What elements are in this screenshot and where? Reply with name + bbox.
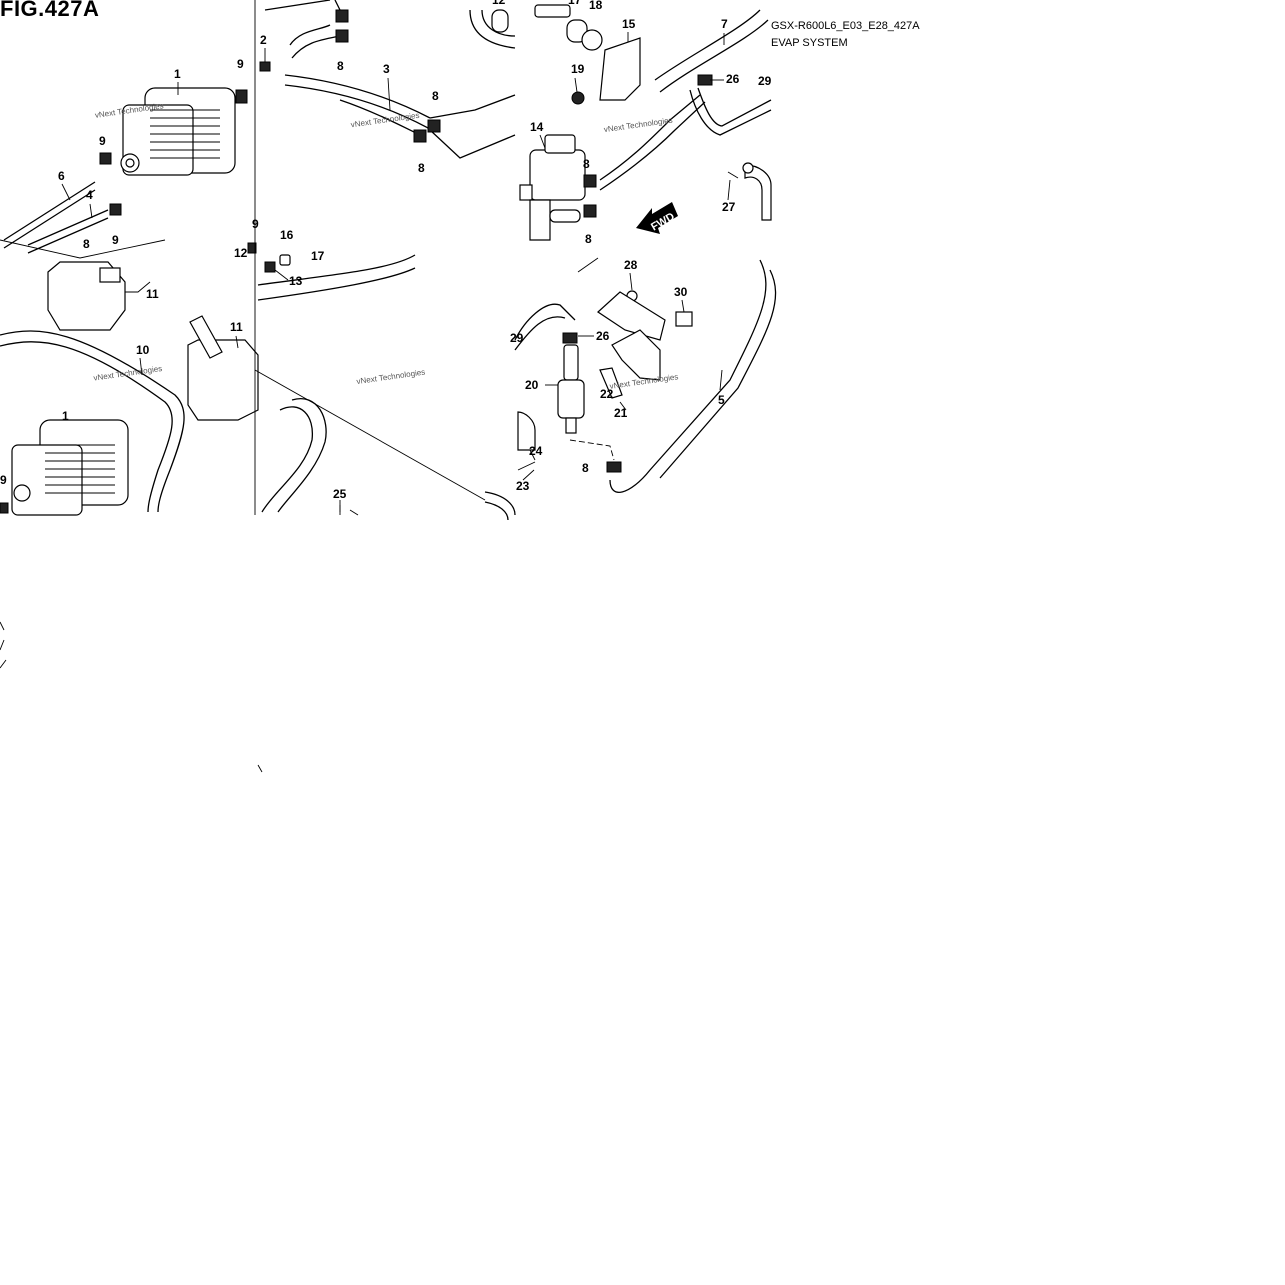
callout-13: 13 [289,274,303,288]
callout-25: 25 [333,487,347,501]
nut-19 [571,91,585,105]
hose-6 [3,181,96,241]
clamp-9c [235,89,248,104]
callout-8b: 8 [432,89,439,103]
callout-19: 19 [571,62,585,76]
grommet-18 [581,29,603,51]
canister-top [120,87,236,176]
part-16 [279,254,291,266]
callout-3: 3 [383,62,390,76]
clamp-13 [264,261,276,273]
callout-26a: 26 [726,72,740,86]
svg-text:vNext Technologies: vNext Technologies [356,367,426,386]
clamp-24 [517,411,536,451]
callout-12-partial: 12 [492,0,506,7]
model-code: GSX-R600L6_E03_E28_427A [771,20,920,32]
figure-title: FIG.427A [0,0,100,21]
callout-11a: 11 [146,287,159,301]
callout-15: 15 [622,17,636,31]
callout-8e: 8 [583,157,590,171]
callout-8c: 8 [418,161,425,175]
callout-26b: 26 [596,329,610,343]
callout-8g: 8 [582,461,589,475]
callout-9c: 9 [112,233,119,247]
part-30 [675,311,693,327]
svg-text:vNext Technologies: vNext Technologies [603,116,673,135]
callout-28: 28 [624,258,638,272]
callout-22: 22 [600,387,614,401]
callout-1: 1 [174,67,181,81]
callout-27: 27 [722,200,736,214]
svg-text:vNext Technologies: vNext Technologies [350,111,420,130]
callout-9-partial: 9 [252,217,259,231]
bracket-21-plate [597,291,666,341]
callout-10: 10 [136,343,150,357]
callout-29a: 29 [758,74,772,88]
callout-leaders [61,32,731,512]
callout-23: 23 [516,479,530,493]
solenoid-14 [519,134,586,241]
callout-21: 21 [614,406,628,420]
clamp-9b [109,203,122,216]
callout-8d: 8 [83,237,90,251]
callout-16: 16 [280,228,294,242]
callout-11b: 11 [230,320,243,334]
callout-6: 6 [58,169,65,183]
fwd-arrow [636,202,678,234]
callout-4: 4 [86,188,93,202]
bolt-2 [259,61,271,72]
callout-9b: 9 [99,134,106,148]
bracket-15 [599,37,641,101]
callout-2: 2 [260,33,267,47]
clamp-9a [99,152,112,165]
callout-12: 12 [234,246,248,260]
callout-9a: 9 [237,57,244,71]
callout-8f: 8 [585,232,592,246]
callout-30: 30 [674,285,688,299]
bolt-17 [534,4,571,18]
callout-18: 18 [589,0,603,12]
clamp-27 [744,164,772,221]
callout-labels: 1 1 2 3 4 5 6 7 8 8 8 8 8 8 8 9 9 9 9 10… [0,0,772,501]
canister-bottom [11,419,129,516]
callout-24: 24 [529,444,543,458]
callout-29b: 29 [510,331,524,345]
callout-17b: 17 [568,0,582,7]
callout-17a: 17 [311,249,325,263]
callout-1b: 1 [62,409,69,423]
bracket-11-left [47,261,126,331]
callout-7: 7 [721,17,728,31]
filter-20 [557,344,585,434]
callout-9d: 9 [0,473,7,487]
bracket-11-center [187,315,259,421]
callout-5: 5 [718,393,725,407]
system-name: EVAP SYSTEM [771,37,848,49]
callout-20: 20 [525,378,539,392]
callout-8a: 8 [337,59,344,73]
callout-14: 14 [530,120,544,134]
